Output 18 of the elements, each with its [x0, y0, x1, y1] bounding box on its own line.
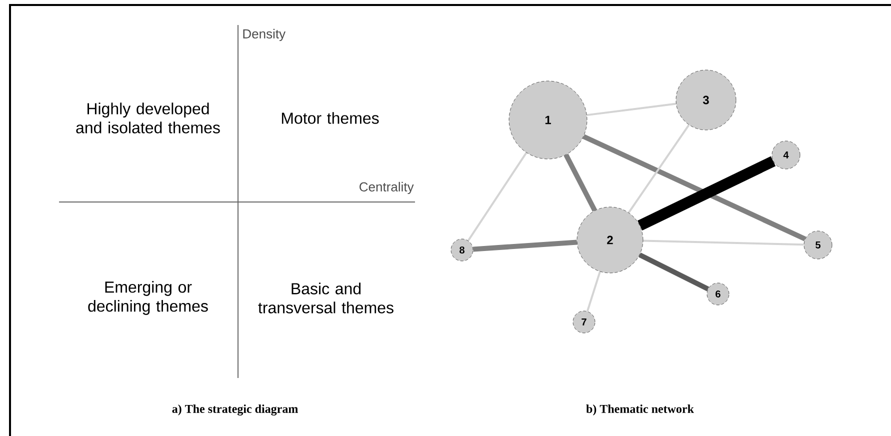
edge-line	[564, 154, 597, 212]
edge-line	[628, 124, 690, 214]
edge-line	[643, 240, 804, 246]
edge-line	[473, 240, 578, 252]
edge-line	[467, 152, 528, 242]
axis-label: Centrality	[360, 182, 414, 194]
edge-line	[638, 156, 776, 230]
quadrant-label: Motor themes	[282, 112, 379, 124]
edge-line	[638, 252, 710, 292]
axis-label: Density	[243, 28, 286, 42]
quadrant-label: Emerging or declining themes	[88, 281, 208, 315]
edge-line	[582, 134, 806, 242]
caption: b) Thematic network	[586, 404, 694, 416]
quadrant-label: Basic and transversal themes	[258, 282, 394, 314]
edge-line	[586, 102, 676, 116]
quadrant-label: Highly developed and isolated themes	[76, 102, 220, 134]
edge-line	[586, 271, 601, 312]
caption: a) The strategic diagram	[172, 404, 298, 416]
